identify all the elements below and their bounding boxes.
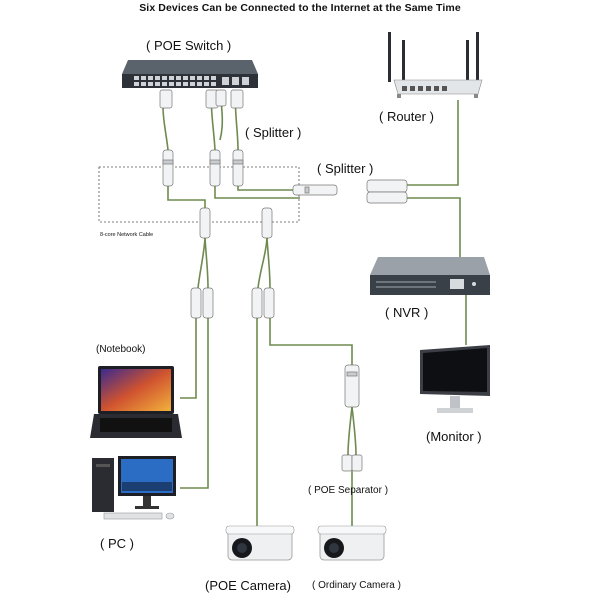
branch-cables — [197, 237, 271, 289]
cable-splitter-to-nvr — [403, 197, 461, 258]
cable-trunk-top — [237, 170, 300, 191]
diagram-title: Six Devices Can be Connected to the Inte… — [139, 2, 461, 14]
notebook-device — [90, 366, 182, 438]
label-poe-separator: ( POE Separator ) — [308, 485, 389, 496]
cable-to-pc — [180, 318, 209, 489]
nvr-device — [370, 257, 490, 295]
label-network-cable: 8-core Network Cable — [100, 232, 154, 238]
poe-camera-device — [225, 525, 295, 561]
branch-plugs — [190, 287, 275, 319]
left-splitters — [199, 207, 273, 239]
label-pc: ( PC ) — [100, 536, 134, 551]
poe-switch-device — [122, 60, 258, 88]
router-device — [388, 32, 483, 98]
ordinary-camera-device — [317, 525, 387, 561]
mid-splitter — [292, 179, 408, 204]
label-notebook: (Notebook) — [96, 344, 146, 355]
cable-to-notebook — [180, 318, 197, 399]
cable-left-splitter-feed — [167, 185, 206, 215]
label-router: ( Router ) — [379, 109, 434, 124]
label-poe-camera: (POE Camera) — [205, 578, 291, 593]
pc-device — [92, 456, 176, 520]
label-poe-switch: ( POE Switch ) — [146, 38, 232, 53]
label-splitter-mid: ( Splitter ) — [317, 161, 374, 176]
label-monitor: (Monitor ) — [426, 429, 482, 444]
cable-to-separator — [269, 318, 353, 365]
cable-lines — [167, 100, 467, 528]
monitor-device — [420, 345, 490, 413]
label-splitter-top: ( Splitter ) — [245, 125, 302, 140]
label-ordinary-camera: ( Ordinary Camera ) — [312, 580, 401, 591]
poe-separator-device — [341, 364, 363, 472]
cable-grouping-box — [98, 166, 300, 223]
label-nvr: ( NVR ) — [385, 305, 429, 320]
switch-splitter-cables — [162, 89, 239, 151]
top-splitters — [162, 149, 244, 187]
cable-trunk-bottom — [214, 185, 300, 199]
switch-plugs — [159, 89, 244, 109]
cable-router-down — [403, 100, 459, 186]
